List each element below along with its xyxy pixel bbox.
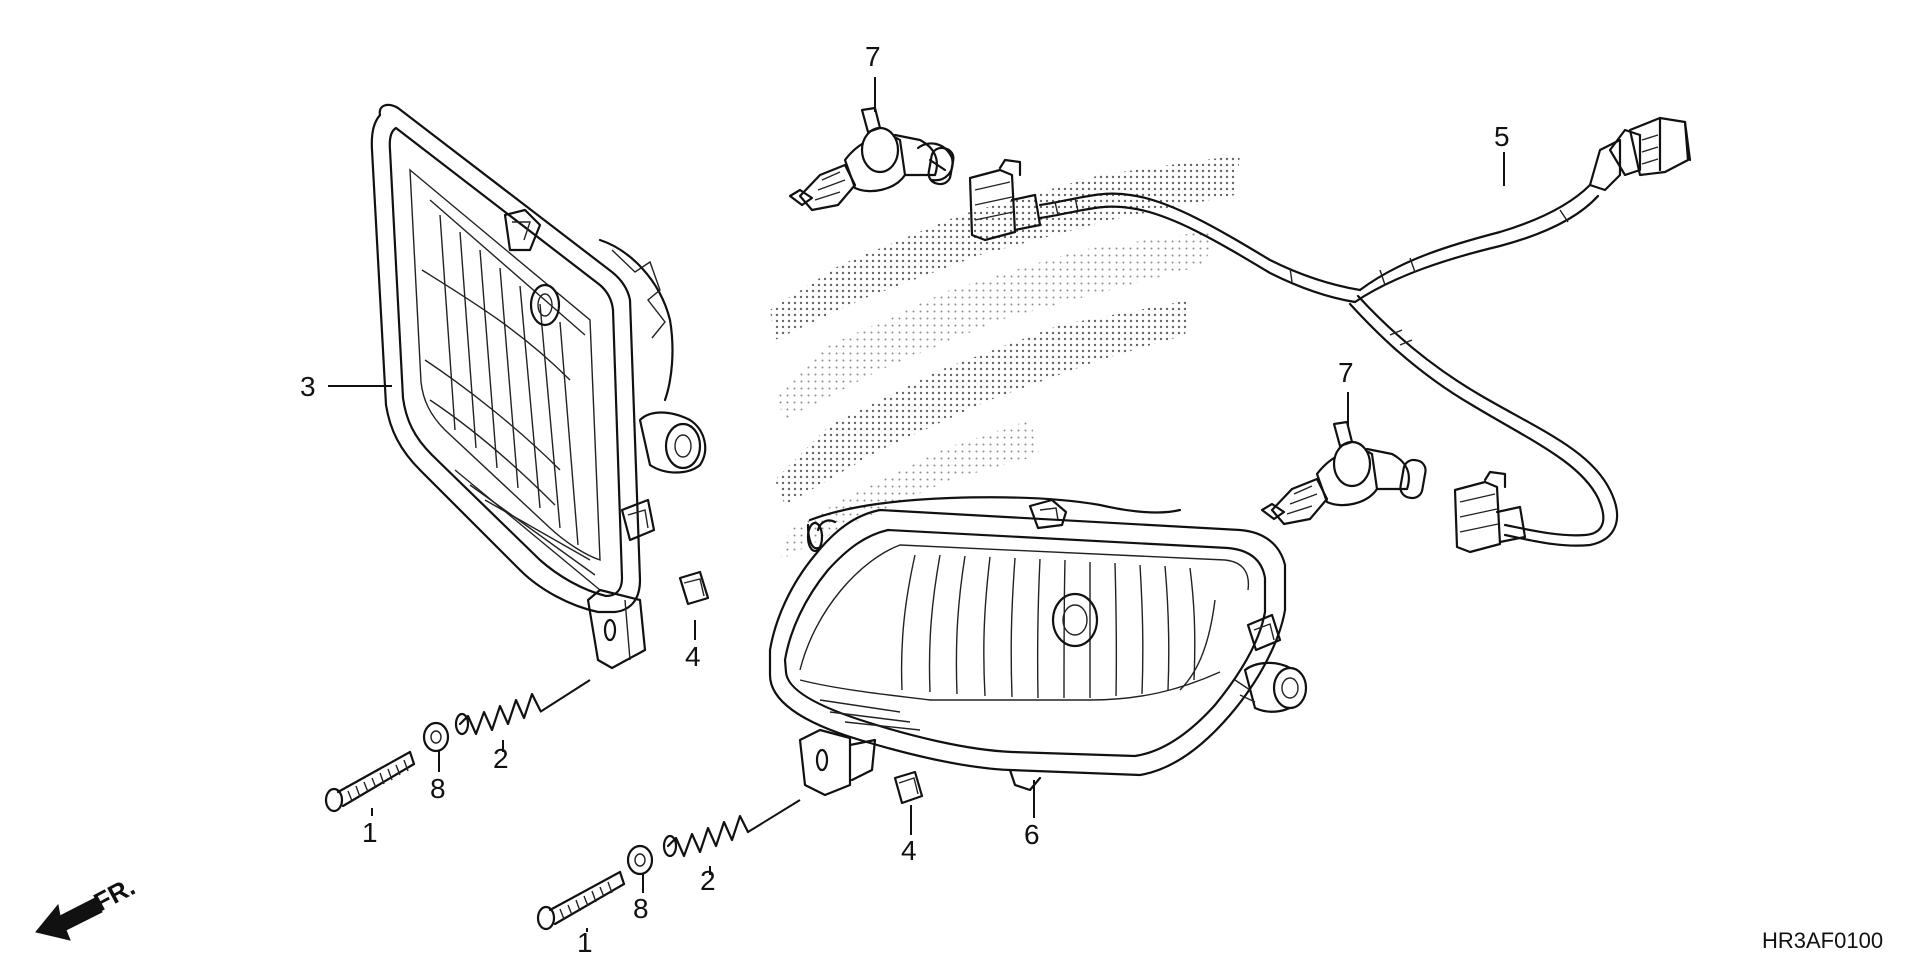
- callout-8-right: 8: [633, 893, 649, 924]
- headlight-assembly-right: [768, 496, 1308, 797]
- washer-right: [626, 844, 654, 876]
- callouts: 7 5 7 3 4 2 8 1 6 4 2 8 1: [300, 41, 1510, 958]
- wing-watermark: [770, 155, 1240, 560]
- callout-4-right: 4: [901, 835, 917, 866]
- diagram-code: HR3AF0100: [1762, 928, 1883, 953]
- bulb-upper: [788, 106, 955, 212]
- callout-7-upper: 7: [865, 41, 881, 72]
- reflector-lines: [819, 554, 1196, 731]
- washer-left: [422, 721, 450, 753]
- adjuster-spring-left: [454, 692, 542, 736]
- bulb-lower: [1260, 420, 1427, 526]
- adjuster-spring-right: [662, 814, 750, 858]
- callout-2-left: 2: [493, 743, 509, 774]
- arrow-icon: [35, 897, 103, 941]
- square-nut-left: [678, 570, 710, 606]
- callout-4-left: 4: [685, 641, 701, 672]
- callout-2-right: 2: [700, 865, 716, 896]
- callout-1-left: 1: [362, 817, 378, 848]
- headlight-assembly-left: [370, 103, 707, 670]
- screw-right: [536, 870, 626, 931]
- callout-8-left: 8: [430, 773, 446, 804]
- callout-1-right: 1: [577, 927, 593, 958]
- screw-left: [324, 750, 416, 813]
- callout-5: 5: [1494, 121, 1510, 152]
- square-nut-right: [893, 770, 924, 805]
- callout-7-lower: 7: [1338, 357, 1354, 388]
- reflector-lines: [424, 214, 601, 591]
- callout-3: 3: [300, 371, 316, 402]
- leader-lines: [328, 77, 1505, 932]
- callout-6: 6: [1024, 819, 1040, 850]
- wire-harness: [968, 116, 1692, 554]
- front-direction-indicator: FR.: [35, 871, 140, 941]
